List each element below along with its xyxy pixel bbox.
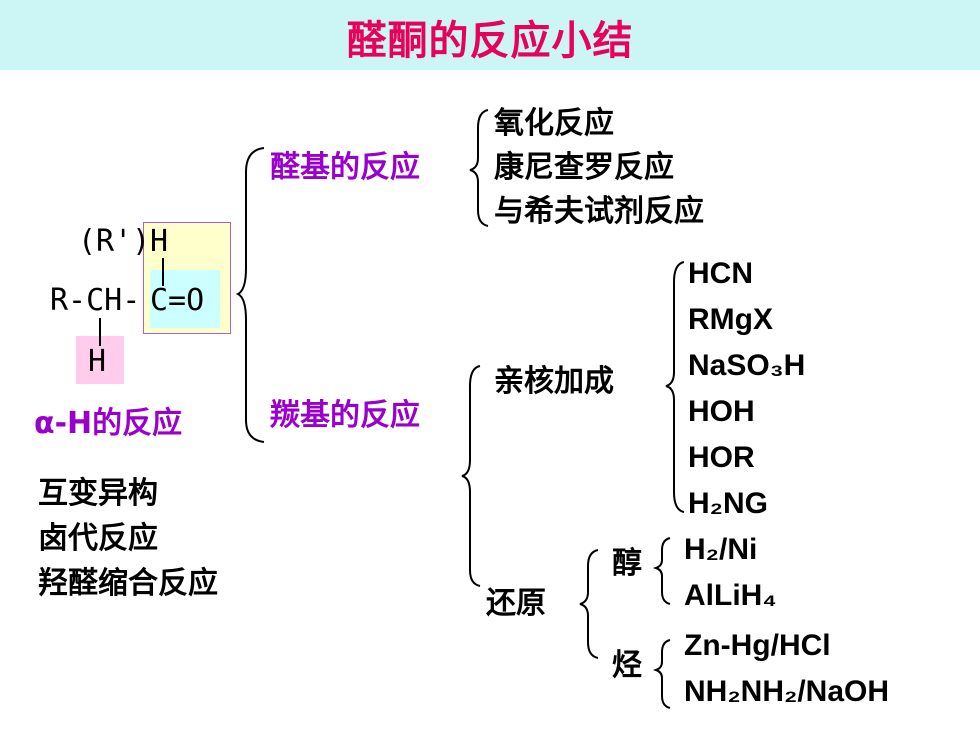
reagent-nh2nh2-naoh: NH₂NH₂/NaOH — [684, 675, 890, 708]
aldehyde-item-3: 与希夫试剂反应 — [494, 194, 704, 229]
hydrocarbon-label: 烃 — [612, 648, 642, 683]
nucleophilic-addition-label: 亲核加成 — [494, 364, 614, 399]
alpha-reaction-3: 羟醛缩合反应 — [38, 566, 218, 601]
reagent-hoh: HOH — [688, 395, 755, 428]
h-top-label: H — [150, 224, 169, 259]
carbonyl-brace — [461, 365, 481, 587]
r-prime-label: (R') — [78, 224, 151, 259]
main-brace — [235, 147, 265, 443]
reagent-h2ng: H₂NG — [688, 487, 768, 520]
nucleophilic-brace — [665, 261, 685, 513]
alpha-reaction-1: 互变异构 — [38, 476, 158, 511]
aldehyde-item-1: 氧化反应 — [494, 106, 614, 141]
h-bottom-label: H — [88, 344, 107, 379]
reduction-label: 还原 — [486, 586, 546, 621]
title-bar — [0, 0, 980, 70]
carbonyl-label: C=O — [150, 283, 205, 318]
reagent-zn-hg-hcl: Zn-Hg/HCl — [684, 629, 831, 662]
alcohol-label: 醇 — [612, 546, 642, 581]
reagent-h2-ni: H₂/Ni — [684, 533, 758, 566]
aldehyde-item-2: 康尼查罗反应 — [494, 150, 674, 185]
alpha-h-label: α-H的反应 — [34, 406, 183, 441]
reagent-hor: HOR — [688, 441, 755, 474]
reagent-allih4: AlLiH₄ — [684, 579, 777, 612]
reagent-rmgx: RMgX — [688, 303, 773, 336]
hydrocarbon-brace — [652, 639, 671, 709]
aldehyde-group-label: 醛基的反应 — [270, 150, 420, 185]
carbonyl-group-label: 羰基的反应 — [270, 398, 420, 433]
page-title: 醛酮的反应小结 — [346, 18, 634, 64]
aldehyde-brace — [469, 109, 489, 227]
rch-label: R-CH- — [50, 283, 141, 318]
reagent-hcn: HCN — [688, 257, 753, 290]
carbonyl-highlight-box — [150, 270, 220, 328]
alpha-reaction-2: 卤代反应 — [38, 521, 158, 556]
reduction-brace — [579, 549, 599, 659]
reagent-naso3h: NaSO₃H — [688, 349, 806, 382]
alcohol-brace — [652, 537, 671, 605]
